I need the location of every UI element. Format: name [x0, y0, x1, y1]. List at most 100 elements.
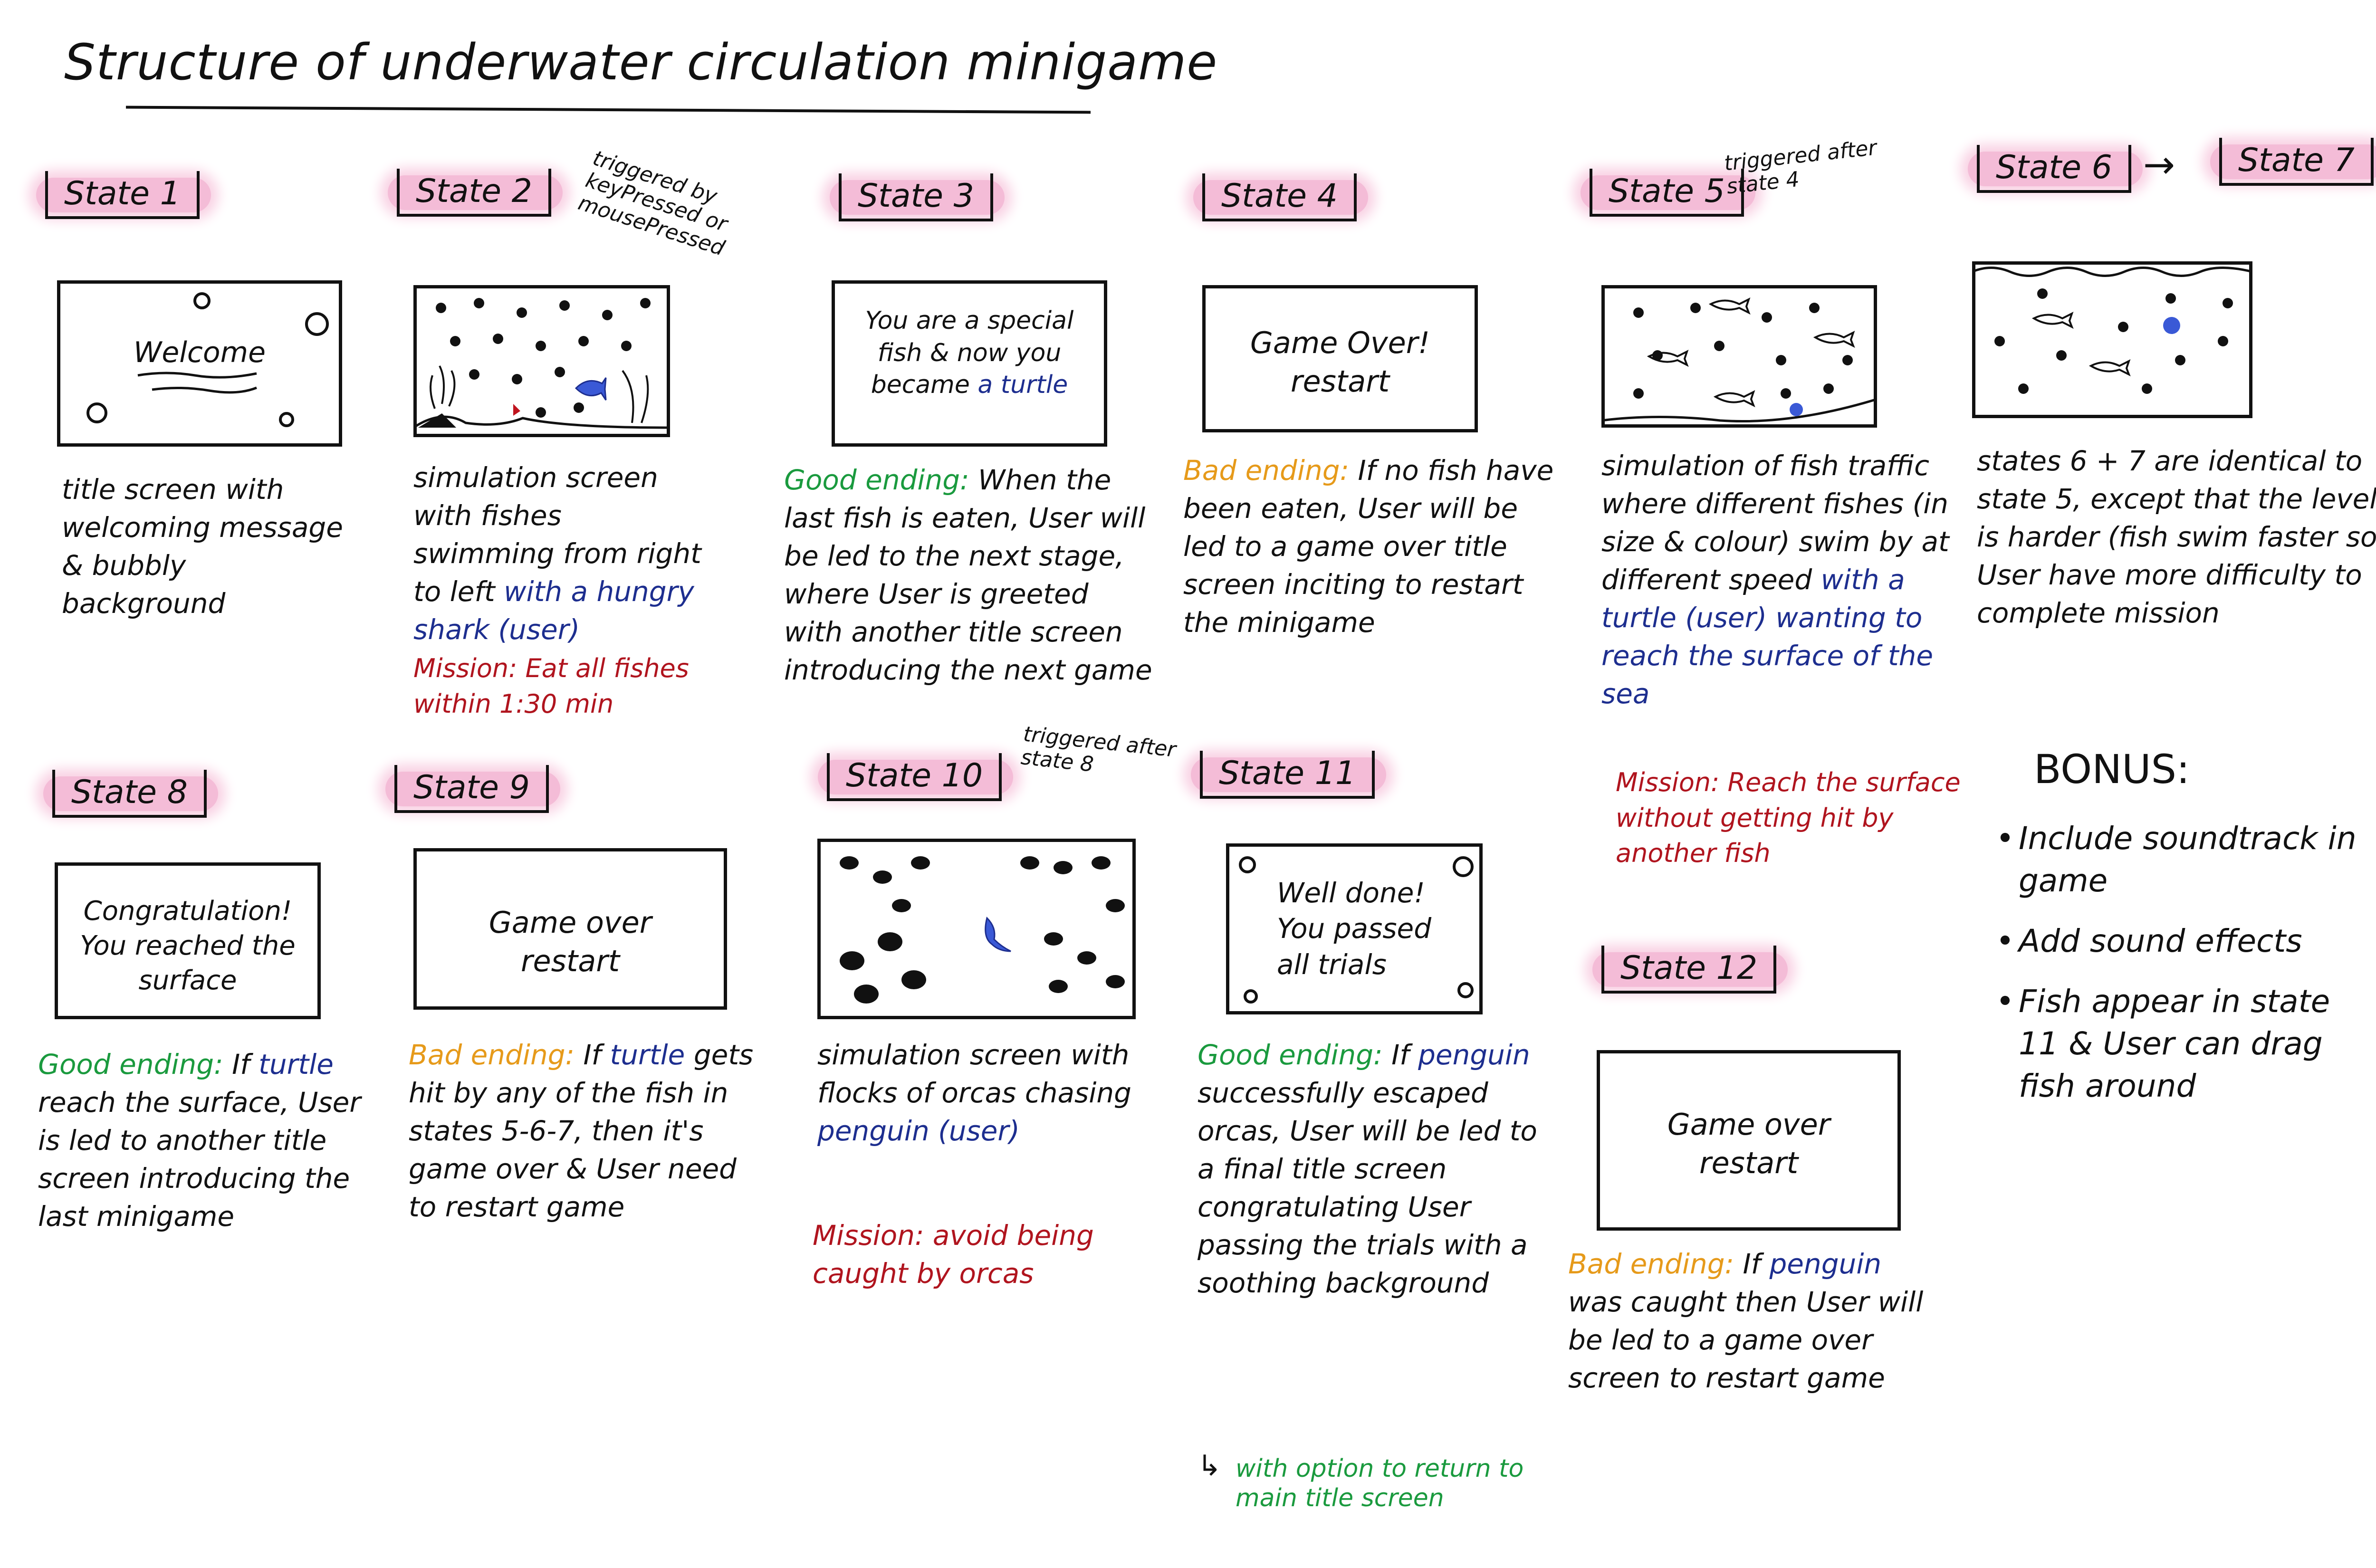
fish-icon: [2056, 350, 2067, 361]
state-9-note-if: If: [583, 1039, 602, 1071]
orca-icon: [1049, 980, 1068, 993]
orca-icon: [1044, 932, 1063, 946]
state-11-ending: Good ending:: [1198, 1039, 1383, 1071]
state-9-screen-text: Game over restart: [489, 905, 652, 978]
state-12-screen-text: Game over restart: [1667, 1107, 1830, 1180]
arrow-right-icon: →: [2143, 143, 2175, 187]
fish-icon: [1823, 383, 1834, 394]
fish-icon: [621, 341, 632, 351]
state-10-screen: [817, 839, 1136, 1019]
state-11-label: State 11: [1190, 751, 1387, 799]
page-title: Structure of underwater circulation mini…: [64, 33, 1218, 91]
bonus-item: Add sound effects: [1996, 920, 2357, 962]
state-5-screen: [1601, 285, 1877, 428]
orca-icon: [1020, 856, 1039, 870]
bubble-icon: [86, 402, 107, 423]
state-3-label: State 3: [830, 173, 1005, 221]
state-4-label: State 4: [1193, 173, 1368, 221]
orca-icon: [892, 899, 911, 912]
fish-icon: [559, 300, 570, 311]
state-11-screen-text: Well done! You passed all trials: [1277, 877, 1432, 981]
state-2-note-main: simulation screen with fishes swimming f…: [413, 461, 701, 608]
state-3-screen-turtle: a turtle: [977, 371, 1068, 400]
orca-icon: [854, 985, 879, 1004]
state-9-label: State 9: [385, 765, 560, 813]
fish-icon: [555, 367, 565, 377]
state-11-note: Good ending: If penguin successfully esc…: [1198, 1036, 1540, 1302]
state-7-label: State 7: [2210, 138, 2376, 186]
state-5-label: State 5: [1581, 169, 1755, 217]
state-9-ending: Bad ending:: [409, 1039, 575, 1071]
bubble-icon: [279, 412, 294, 427]
state-4-ending: Bad ending:: [1183, 454, 1350, 487]
state-6-7-note: states 6 + 7 are identical to state 5, e…: [1977, 445, 2376, 630]
state-3-note-text: When the last fish is eaten, User will b…: [784, 464, 1152, 687]
state-9-note-turtle: turtle: [610, 1039, 685, 1071]
state-4-screen-text: Game Over! restart: [1250, 325, 1430, 399]
bonus-title: BONUS:: [2034, 746, 2190, 793]
fish-icon: [1633, 307, 1644, 318]
fish-icon: [1633, 388, 1644, 399]
state-12-note-penguin: penguin: [1769, 1248, 1882, 1280]
fish-icon: [2218, 336, 2228, 346]
state-8-ending: Good ending:: [38, 1048, 223, 1080]
bonus-item: Fish appear in state 11 & User can drag …: [1996, 980, 2357, 1107]
fish-icon: [1762, 312, 1772, 323]
orca-icon: [1106, 899, 1125, 912]
state-12-label: State 12: [1592, 946, 1788, 994]
bonus-item: Include soundtrack in game: [1996, 817, 2357, 902]
state-5-note-user: with a turtle (user) wanting to reach th…: [1601, 564, 1934, 710]
fish-icon: [574, 402, 584, 413]
state-2-note: simulation screen with fishes swimming f…: [413, 459, 708, 649]
orca-icon: [1054, 861, 1073, 874]
state-12-note-text: was caught then User will be led to a ga…: [1568, 1286, 1924, 1395]
bubble-icon: [1244, 989, 1258, 1004]
state-11-note-if: If: [1391, 1039, 1409, 1071]
title-underline: [125, 105, 1091, 114]
state-3-screen: You are a special fish & now you became …: [832, 280, 1107, 447]
state-4-note: Bad ending: If no fish have been eaten, …: [1183, 451, 1563, 641]
fish-icon: [536, 407, 546, 418]
state-9-note: Bad ending: If turtle gets hit by any of…: [409, 1036, 770, 1226]
state-2-label: State 2: [388, 169, 563, 217]
fish-icon: [578, 336, 589, 346]
fish-icon: [2118, 322, 2128, 332]
state-10-note: simulation screen with flocks of orcas c…: [817, 1036, 1178, 1150]
fish-icon: [493, 334, 503, 344]
orca-icon: [840, 951, 864, 970]
state-6-label: State 6: [1968, 145, 2143, 193]
fish-icon: [1714, 341, 1725, 351]
state-10-mission: Mission: avoid being caught by orcas: [813, 1219, 1094, 1290]
state-1-screen-text: Welcome: [134, 336, 266, 369]
fish-icon: [602, 310, 613, 320]
fish-icon: [1776, 355, 1786, 365]
state-10-label: State 10: [817, 753, 1014, 801]
fish-icon: [2175, 355, 2185, 365]
state-9-screen: Game over restart: [413, 848, 727, 1010]
state-5-trigger: triggered after state 4: [1723, 135, 1878, 199]
state-8-note-if: If: [232, 1048, 250, 1080]
fish-icon: [2165, 293, 2176, 304]
state-8-screen: Congratulation! You reached the surface: [55, 862, 321, 1019]
bubble-icon: [1457, 982, 1474, 998]
return-arrow-icon: ↳: [1198, 1449, 1222, 1482]
fish-icon: [640, 298, 651, 308]
bubble-icon: [1453, 856, 1474, 877]
state-5-fish-and-seabed: [1601, 297, 1877, 423]
state-8-note-text: reach the surface, User is led to anothe…: [38, 1086, 361, 1233]
state-3-ending: Good ending:: [784, 464, 969, 496]
fish-icon: [1994, 336, 2005, 346]
fish-icon: [1809, 303, 1820, 313]
state-2-seabed: [413, 365, 670, 429]
state-2-mission: Mission: Eat all fishes within 1:30 min: [413, 653, 689, 719]
fish-icon: [2037, 288, 2048, 299]
fish-icon: [474, 298, 484, 308]
shark-icon: [575, 377, 607, 401]
state-6-7-screen: [1972, 261, 2252, 418]
fish-icon: [450, 336, 460, 346]
state-12-ending: Bad ending:: [1568, 1248, 1734, 1280]
state-10-trigger: triggered after state 8: [1019, 722, 1177, 777]
state-8-label: State 8: [43, 770, 218, 818]
state-8-note-turtle: turtle: [259, 1048, 334, 1080]
fish-icon: [2142, 383, 2152, 394]
